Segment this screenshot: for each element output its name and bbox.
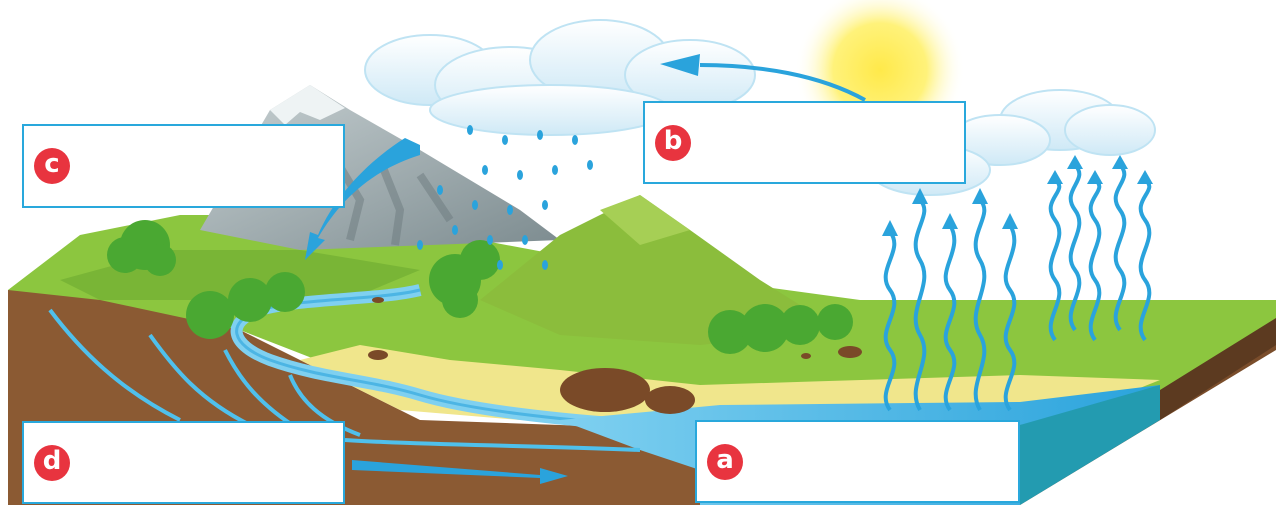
label-badge-b: b [655,125,691,161]
label-box-a[interactable]: a [695,420,1020,503]
label-box-c[interactable]: c [22,124,345,208]
label-badge-d: d [34,445,70,481]
label-answer-c[interactable] [94,142,333,182]
label-answer-a[interactable] [767,438,1008,478]
label-box-d[interactable]: d [22,421,345,504]
label-badge-a: a [707,444,743,480]
label-badge-c: c [34,148,70,184]
label-box-b[interactable]: b [643,101,966,184]
label-answer-d[interactable] [94,439,333,479]
label-answer-b[interactable] [715,119,954,159]
